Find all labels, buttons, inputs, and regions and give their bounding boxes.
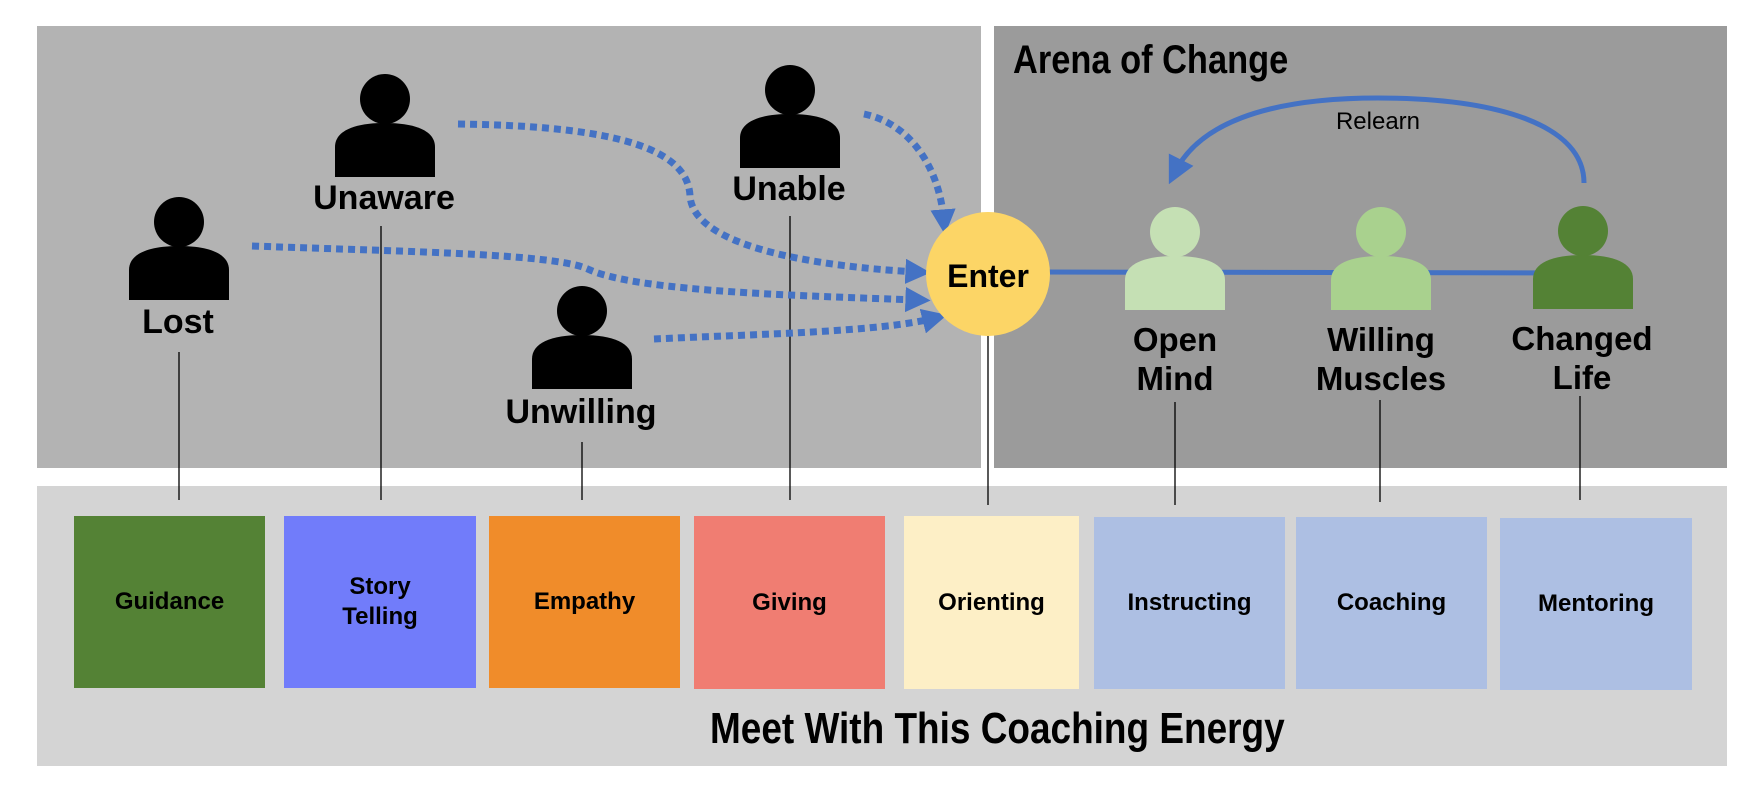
relearn-arc	[1168, 95, 1587, 185]
energy-label-story-telling: Story Telling	[342, 573, 418, 630]
connector-lines	[178, 216, 1581, 505]
person-label-unwilling: Unwilling	[505, 393, 657, 431]
stage-label-open-mind: Open Mind	[1132, 321, 1218, 397]
energy-label-coaching: Coaching	[1336, 589, 1447, 616]
arrow-unwilling-to-enter	[653, 308, 948, 343]
energy-box-giving: Giving	[694, 516, 885, 689]
stage-label-willing-muscles: Willing Muscles	[1315, 321, 1447, 397]
energy-label-orienting: Orienting	[938, 588, 1045, 616]
person-changed-life-icon	[1533, 206, 1633, 309]
energy-box-instructing: Instructing	[1094, 517, 1285, 689]
person-label-lost: Lost	[142, 303, 214, 341]
energy-box-mentoring: Mentoring	[1500, 518, 1692, 690]
footer-title: Meet With This Coaching Energy	[710, 704, 1285, 753]
energy-label-empathy: Empathy	[533, 588, 636, 615]
person-label-unable: Unable	[732, 170, 846, 208]
energy-box-story-telling: Story Telling	[284, 516, 476, 688]
enter-label: Enter	[947, 257, 1029, 294]
enter-circle	[926, 212, 1050, 336]
energy-box-coaching: Coaching	[1296, 517, 1487, 689]
arena-title: Arena of Change	[1013, 38, 1289, 82]
arena-path-line	[1039, 269, 1591, 276]
person-willing-muscles-icon	[1331, 207, 1431, 310]
person-unable-icon	[740, 65, 840, 168]
arrow-lost-to-enter	[251, 242, 931, 313]
energy-label-giving: Giving	[752, 588, 827, 616]
arrow-unable-to-enter	[863, 110, 956, 235]
energy-box-empathy: Empathy	[489, 516, 680, 688]
energy-box-orienting: Orienting	[904, 516, 1079, 689]
energy-label-mentoring: Mentoring	[1538, 590, 1654, 617]
energy-box-guidance: Guidance	[74, 516, 265, 688]
person-label-unaware: Unaware	[313, 179, 455, 217]
arrow-unaware-to-enter	[457, 120, 931, 284]
relearn-text: Relearn	[1335, 108, 1421, 135]
stage-label-changed-life: Changed Life	[1511, 320, 1653, 396]
person-lost-icon	[129, 197, 229, 300]
person-unwilling-icon	[532, 286, 632, 389]
energy-label-guidance: Guidance	[114, 588, 225, 615]
person-open-mind-icon	[1125, 207, 1225, 310]
dotted-arrows	[251, 110, 956, 343]
energy-label-instructing: Instructing	[1127, 589, 1252, 616]
person-unaware-icon	[335, 74, 435, 177]
